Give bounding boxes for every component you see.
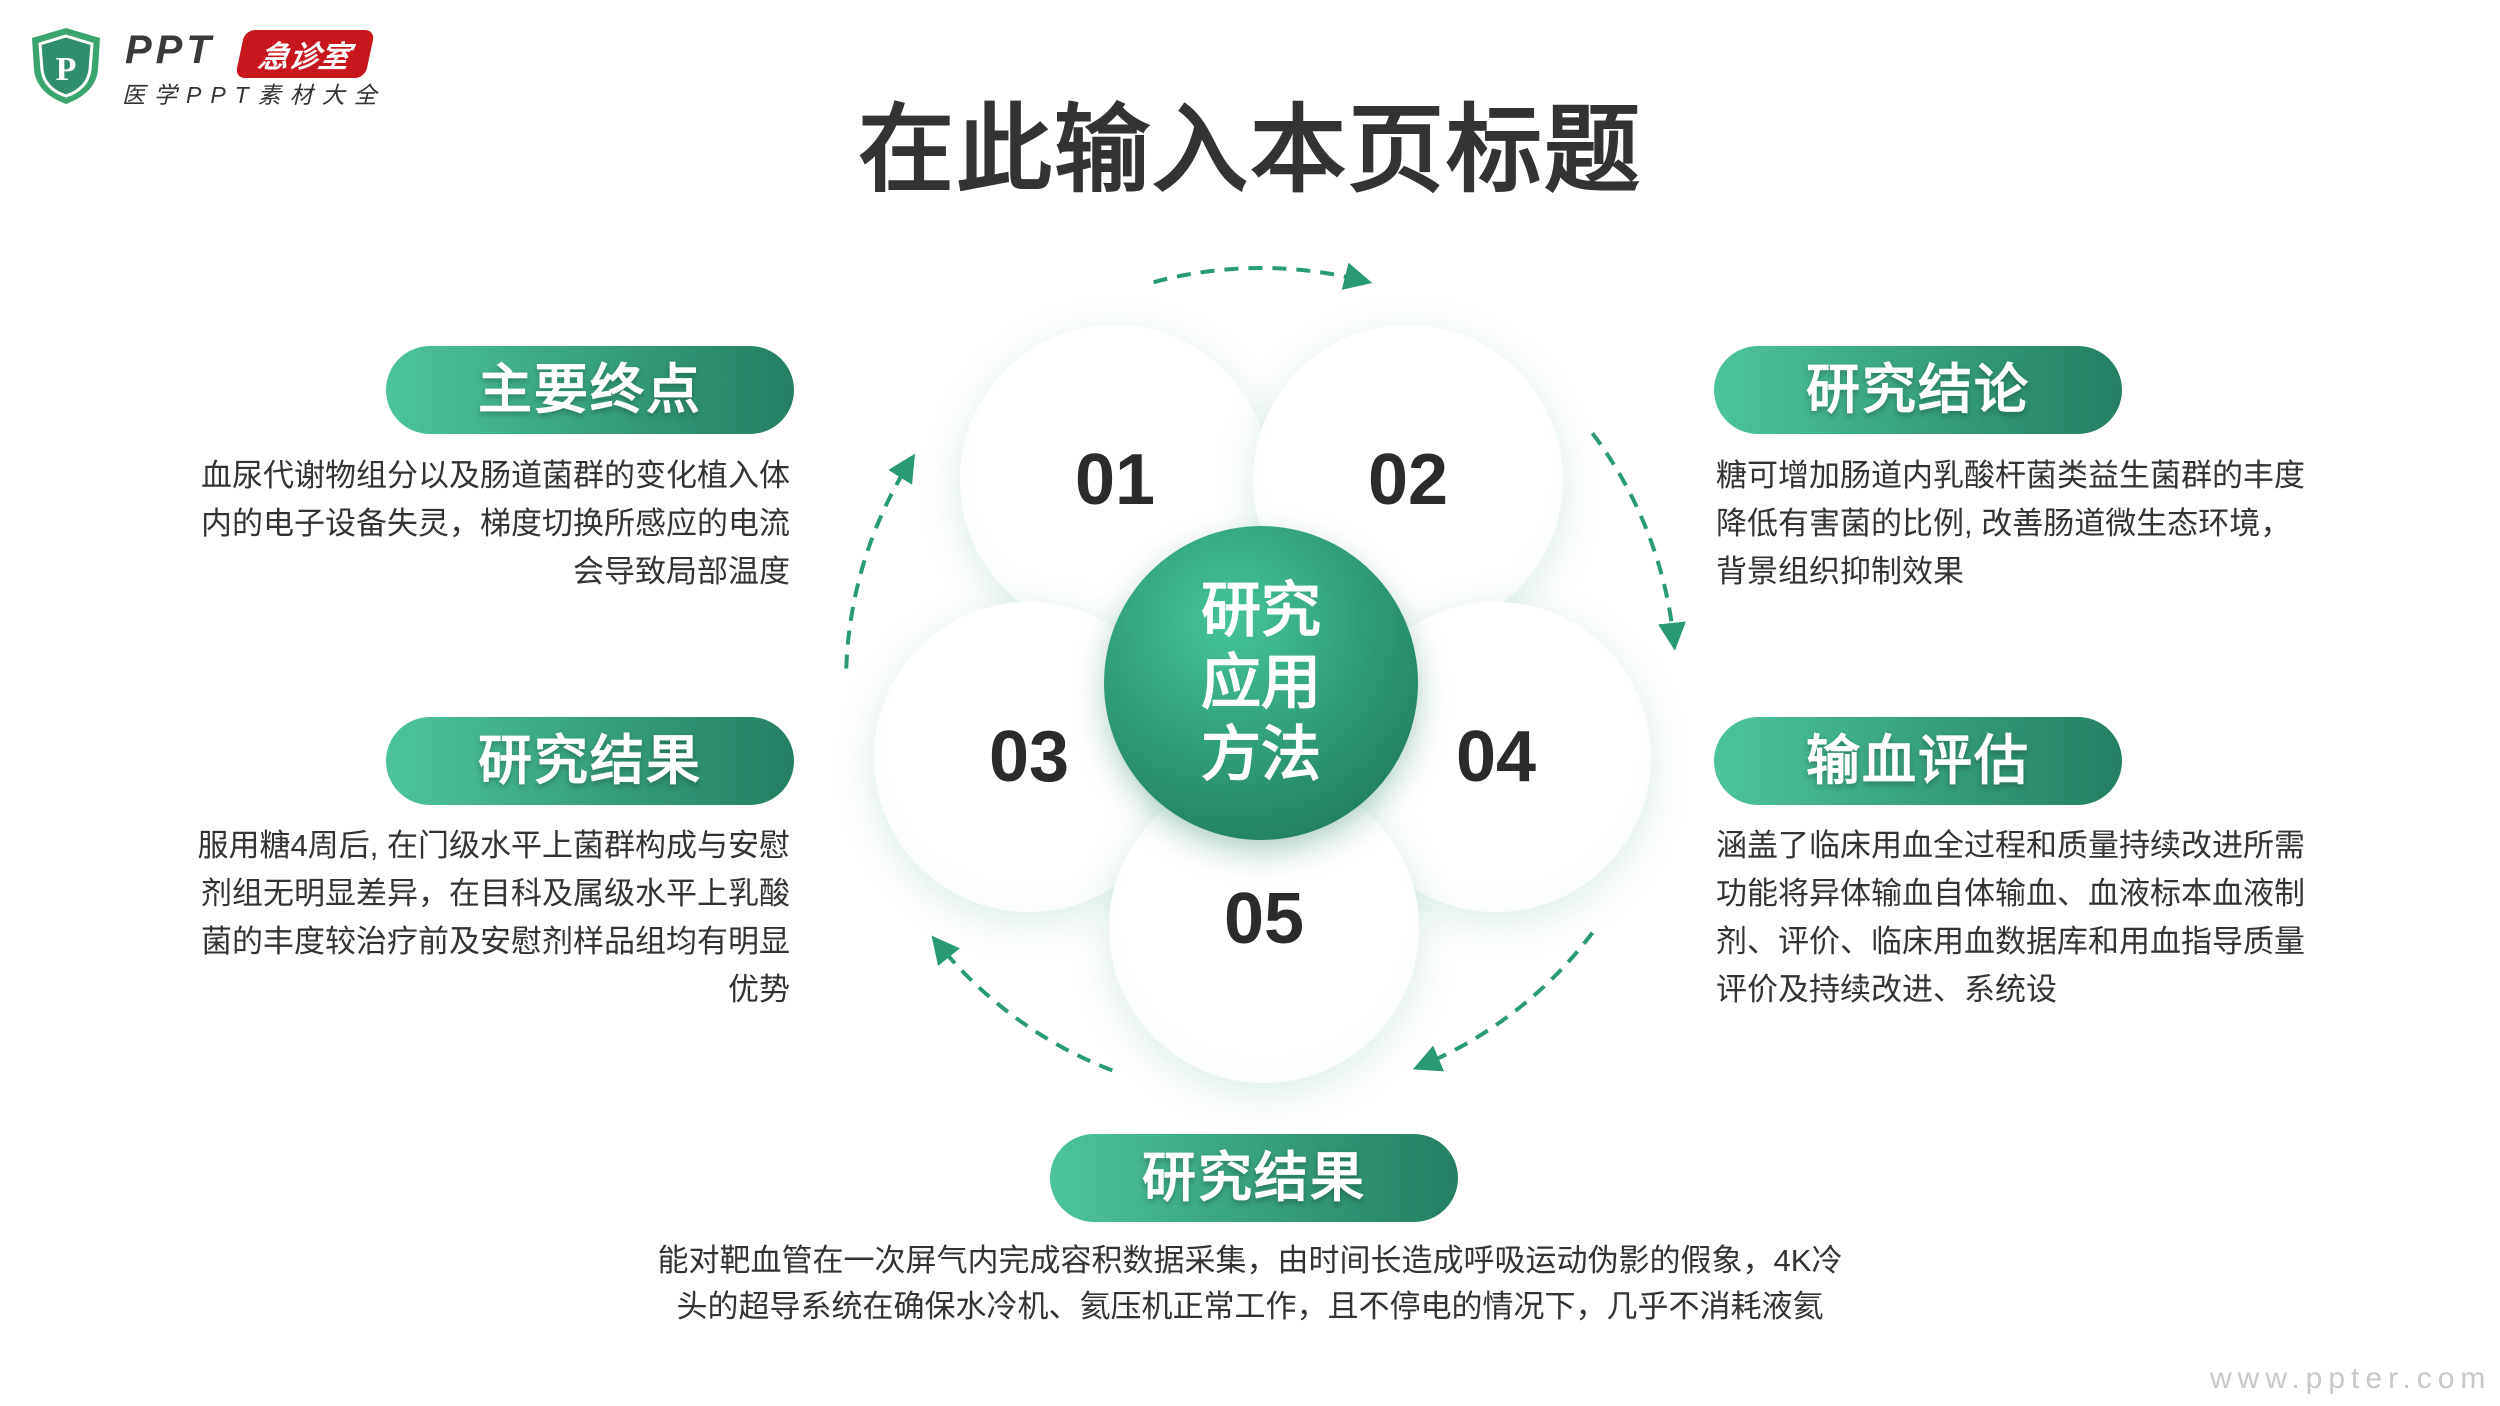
text-bottom-body: 能对靶血管在一次屏气内完成容积数据采集，由时间长造成呼吸运动伪影的假象，4K冷头… [657, 1243, 1843, 1324]
cycle-arrow-2 [1590, 432, 1686, 651]
step-number: 01 [1074, 440, 1156, 520]
watermark: www.ppter.com [2210, 1362, 2492, 1395]
shield-logo-icon: P [32, 28, 100, 104]
heading-pill-bottom-right: 输血评估 [1714, 717, 2122, 805]
text-bottom-left: 服用糖4周后, 在门级水平上菌群构成与安慰剂组无明显差异，在目科及属级水平上乳酸… [197, 828, 790, 1007]
center-label: 研究应用方法 [1201, 577, 1321, 788]
cycle-arrow-1 [1153, 262, 1373, 290]
cycle-arrow-4 [931, 935, 1113, 1073]
heading-pill-top-right: 研究结论 [1714, 346, 2122, 434]
logo: P PPT 急诊室 医学PPT素材大全 [30, 24, 400, 110]
step-number: 05 [1223, 879, 1305, 959]
center-circle: 研究应用方法 [1104, 526, 1418, 840]
text-top-right: 糖可增加肠道内乳酸杆菌类益生菌群的丰度 降低有害菌的比例, 改善肠道微生态环境，… [1716, 458, 2305, 589]
step-number: 04 [1455, 717, 1537, 797]
cycle-arrow-5 [844, 453, 915, 669]
step-number: 03 [988, 717, 1070, 797]
page-title: 在此输入本页标题 [858, 97, 1642, 204]
logo-subtitle: 医学PPT素材大全 [122, 82, 386, 108]
text-bottom-right: 涵盖了临床用血全过程和质量持续改进所需功能将异体输血自体输血、血液标本血液制剂、… [1716, 828, 2305, 1007]
cycle-arrow-3 [1412, 931, 1595, 1072]
text-top-left: 血尿代谢物组分以及肠道菌群的变化植入体内的电子设备失灵，梯度切换所感应的电流会导… [201, 458, 790, 589]
heading-pill-bottom-left: 研究结果 [386, 717, 794, 805]
heading-pill-top-left: 主要终点 [386, 346, 794, 434]
svg-text:P: P [56, 51, 77, 88]
step-number: 02 [1367, 440, 1449, 520]
heading-pill-bottom: 研究结果 [1050, 1134, 1458, 1222]
step-circle-01: 01 [960, 325, 1270, 635]
logo-brand: PPT [125, 28, 215, 72]
text-bottom: 能对靶血管在一次屏气内完成容积数据采集，由时间长造成呼吸运动伪影的假象，4K冷头… [0, 1238, 2500, 1330]
